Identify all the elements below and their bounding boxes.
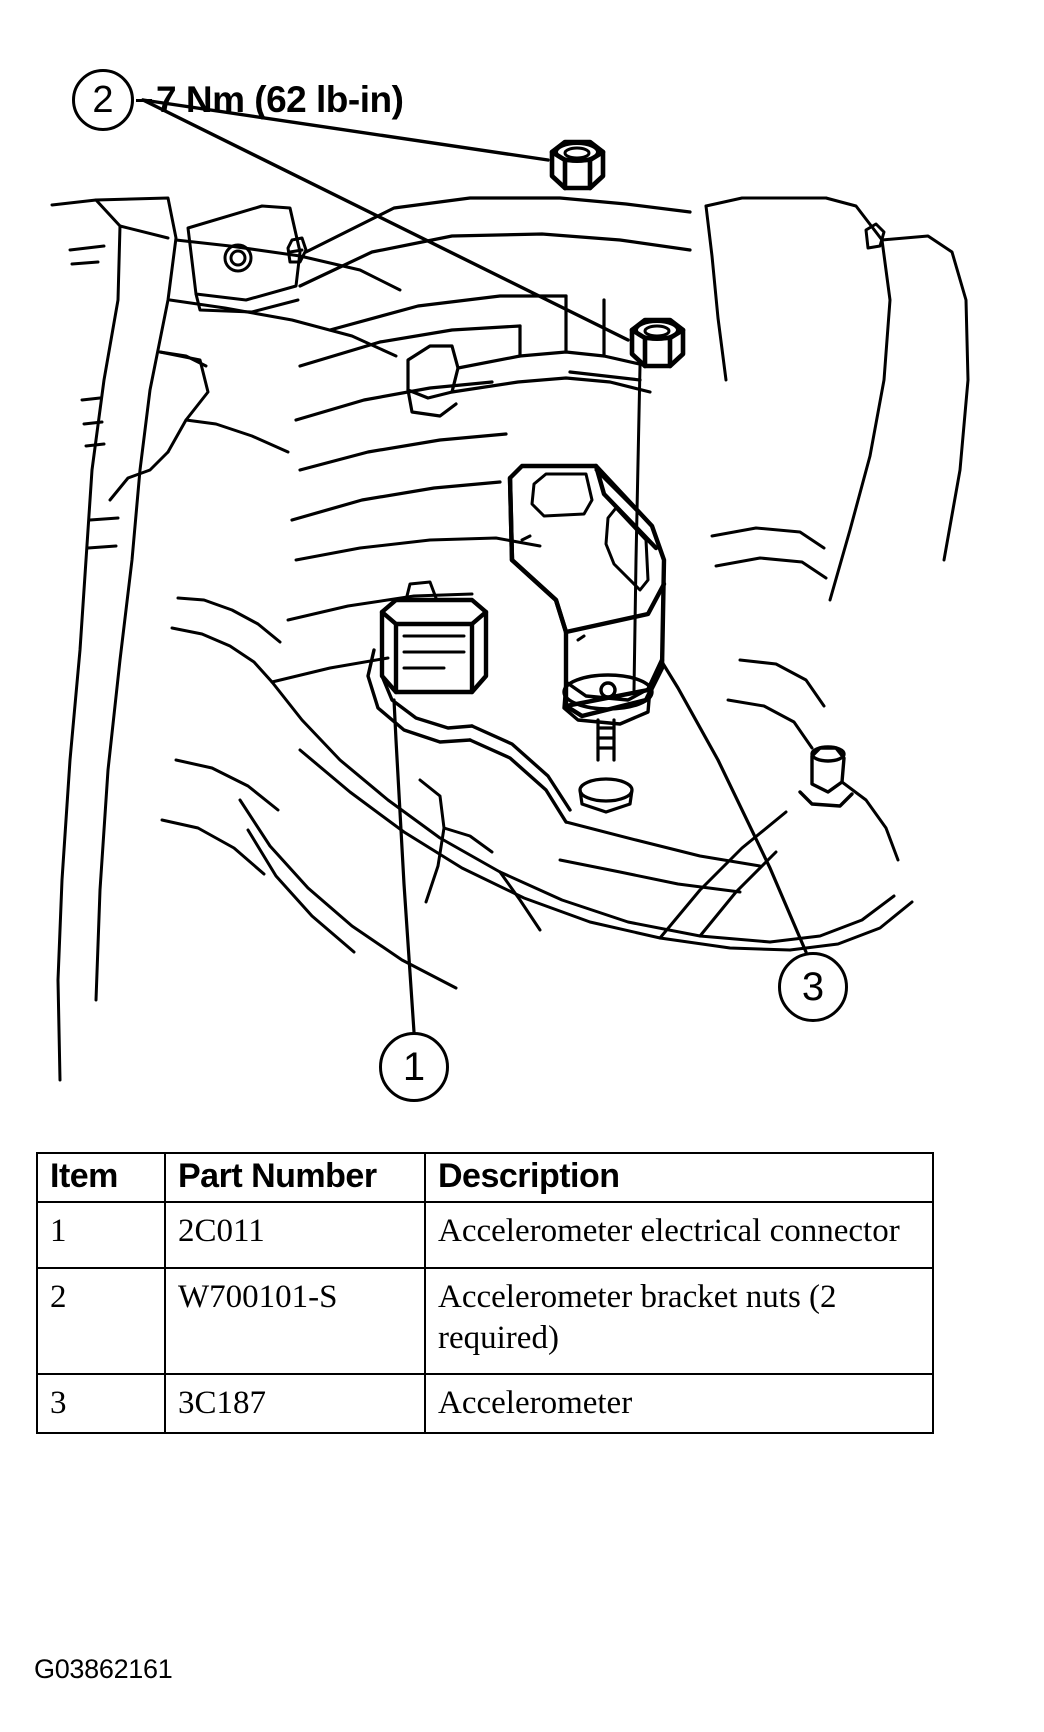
figure-id-label: G03862161 [34,1654,173,1684]
callout-balloon-2: 2 [72,69,134,131]
accelerometer-base-plate [562,673,654,726]
connector-bracket-arm [366,648,572,824]
cell-description: Accelerometer electrical connector [424,1201,934,1269]
cell-description: Accelerometer bracket nuts (2 required) [424,1266,934,1376]
callout-balloon-3: 3 [778,952,848,1022]
column-header-part-number: Part Number [164,1151,426,1204]
cell-part-number: 3C187 [164,1373,426,1435]
parts-table: Item Part Number Description 1 2C011 Acc… [36,1151,934,1435]
floor-pan-contours [160,536,792,990]
cell-part-number: 2C011 [164,1201,426,1269]
body-panel-right [704,196,970,602]
table-header-row: Item Part Number Description [36,1151,934,1204]
cell-item-number: 1 [36,1201,166,1269]
upper-bracket-plate [186,204,308,314]
cell-part-number: W700101-S [164,1266,426,1376]
cell-item-number: 2 [36,1266,166,1376]
hex-nut-upper [549,139,606,191]
leader-lines-nuts [141,98,630,342]
panel-fastener-right [798,745,854,808]
table-row: 1 2C011 Accelerometer electrical connect… [36,1201,934,1269]
column-header-item: Item [36,1151,166,1204]
hex-nut-lower [629,317,686,369]
structural-rail [290,196,692,522]
cell-item-number: 3 [36,1373,166,1435]
callout-balloon-1: 1 [379,1032,449,1102]
leader-line-connector [392,698,416,1034]
line-art-drawing [50,98,970,1082]
accelerometer-module-detail [520,468,650,642]
column-header-description: Description [424,1151,934,1204]
body-panel-contours [50,196,178,1082]
torque-specification-callout: 2 7 Nm (62 lb-in) [72,64,404,136]
accelerometer-installation-illustration [50,98,970,1082]
table-row: 3 3C187 Accelerometer [36,1373,934,1435]
leader-line-accelerometer [660,660,808,954]
cell-description: Accelerometer [424,1373,934,1435]
torque-value-label: 7 Nm (62 lb-in) [156,79,404,120]
wiring-harness-left [108,238,402,684]
panel-contour-right-lower [710,526,914,952]
table-row: 2 W700101-S Accelerometer bracket nuts (… [36,1266,934,1376]
accelerometer-electrical-connector [379,597,489,695]
lower-mounting-stud [578,718,634,814]
mounting-stud [632,364,642,692]
connector-detail [402,580,466,670]
mounting-flange-upper [406,294,652,418]
